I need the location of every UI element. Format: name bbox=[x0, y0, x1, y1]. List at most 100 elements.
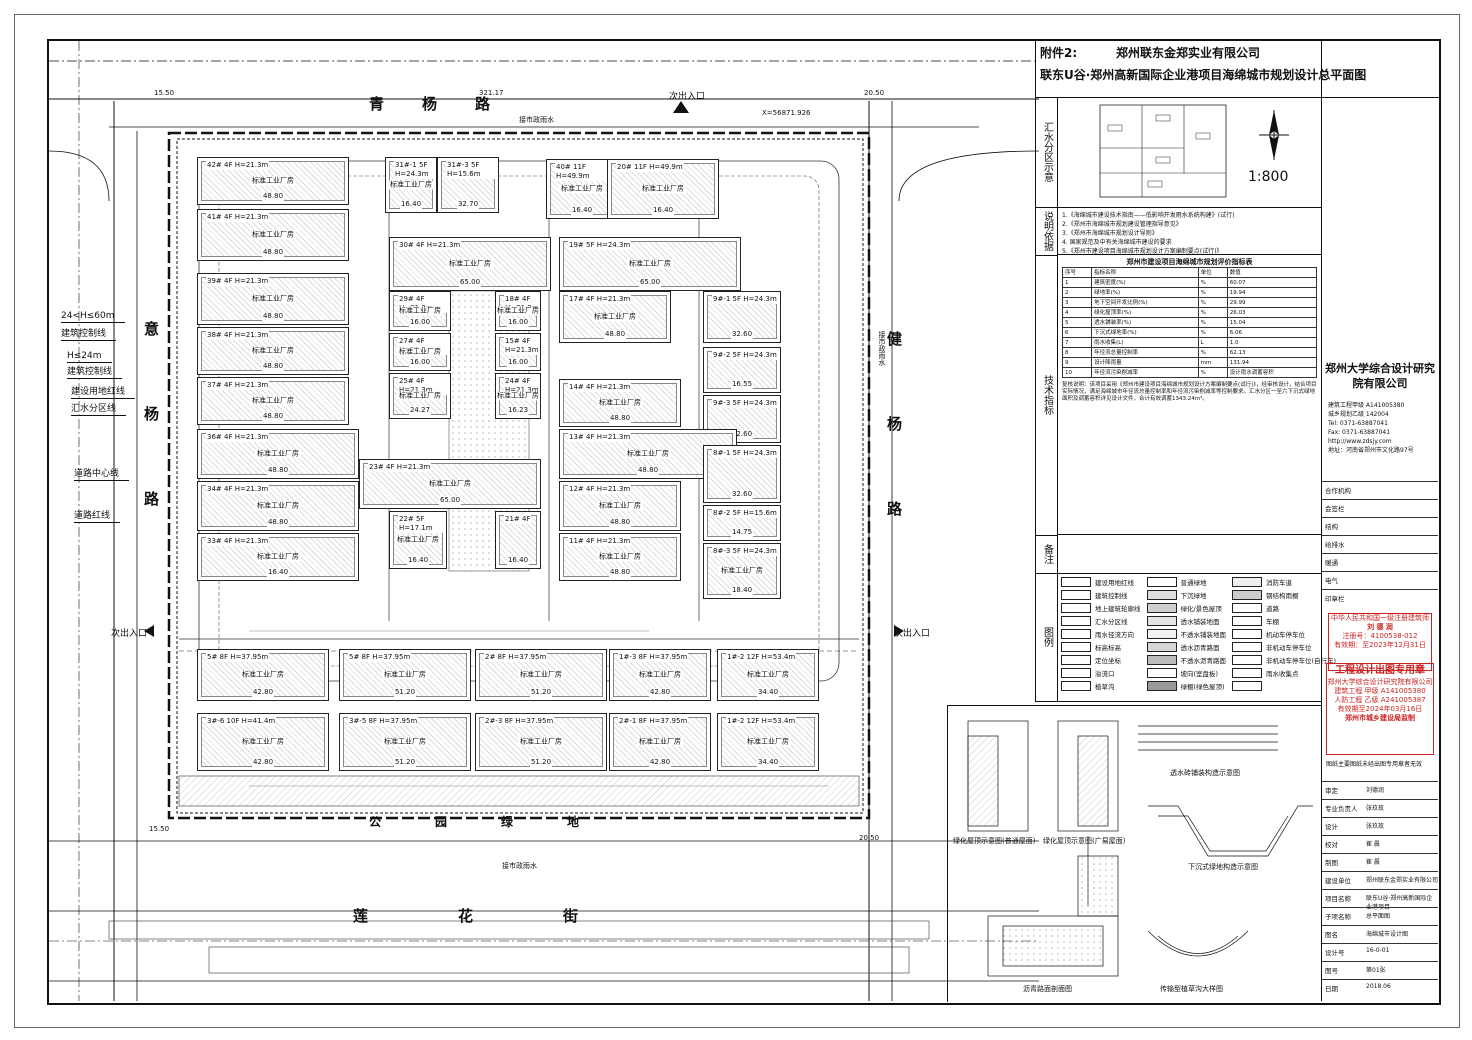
legend-item: 雨水径流方向 bbox=[1061, 628, 1141, 639]
building-name: 标准工业厂房 bbox=[397, 306, 443, 316]
stamp-line: 郑州大学综合设计研究院有限公司 bbox=[1327, 678, 1433, 686]
building-width: 16.40 bbox=[651, 206, 675, 215]
building-tag: 2#-1 8F H=37.95m bbox=[618, 717, 689, 726]
indicator-cell: % bbox=[1197, 317, 1228, 328]
building-width: 32.60 bbox=[730, 490, 754, 499]
entry-west: 次出入口 bbox=[111, 629, 148, 639]
building-width: 32.60 bbox=[730, 430, 754, 439]
indicator-title: 郑州市建设项目海绵城市规划评价指标表 bbox=[1126, 258, 1253, 266]
building-tag: 3#-5 8F H=37.95m bbox=[348, 717, 419, 726]
building-width: 65.00 bbox=[458, 278, 482, 287]
indicator-cell: 1.0 bbox=[1226, 337, 1318, 348]
title-row-label: 项目名称 bbox=[1325, 895, 1351, 903]
title-row-value: 郑州联东金郑实业有限公司 bbox=[1366, 877, 1439, 884]
entry-east: 次出入口 bbox=[894, 629, 931, 639]
building-width: 16.40 bbox=[506, 556, 530, 565]
side-label-notes: 备注 bbox=[1035, 535, 1058, 574]
indicator-cell: 雨水收集(L) bbox=[1091, 337, 1199, 348]
legend-swatch bbox=[1232, 654, 1262, 665]
building-tag: 31#-3 5F H=15.6m bbox=[446, 161, 498, 179]
building-tag: 11# 4F H=21.3m bbox=[568, 537, 632, 546]
title-row: 审定刘德润 bbox=[1322, 781, 1438, 800]
building-name: 标准工业厂房 bbox=[255, 552, 301, 562]
indicator-cell: 年径流污染削减率 bbox=[1091, 367, 1199, 378]
legend-item: 坡向(室盘板) bbox=[1146, 667, 1227, 678]
legend-label: 建设用地红线 bbox=[1095, 578, 1134, 587]
building-name: 标准工业厂房 bbox=[395, 535, 441, 545]
road-label-north: 青杨路 bbox=[369, 95, 529, 113]
legend-label: 非机动车停车位(自行车) bbox=[1266, 656, 1337, 665]
indicator-header-cell: 数值 bbox=[1226, 267, 1318, 278]
notes-panel bbox=[1057, 535, 1322, 574]
indicator-cell: 设计雨水调蓄容积 bbox=[1226, 367, 1318, 378]
building-name: 标准工业厂房 bbox=[625, 449, 671, 459]
stamp-line: 中华人民共和国一级注册建筑师 bbox=[1331, 614, 1429, 622]
detail-drawings bbox=[967, 720, 1313, 977]
indicator-cell: mm bbox=[1197, 357, 1228, 368]
building-tag: 23# 4F H=21.3m bbox=[368, 463, 432, 472]
legend-swatch bbox=[1146, 576, 1177, 587]
building-width: 16.23 bbox=[506, 406, 530, 415]
callout-label: 汇水分区线 bbox=[71, 401, 127, 416]
building-name: 标准工业厂房 bbox=[250, 176, 296, 186]
title-row-label: 审定 bbox=[1325, 787, 1338, 795]
drain-east: 接市政雨水 bbox=[878, 331, 886, 366]
building-name: 标准工业厂房 bbox=[388, 180, 434, 190]
building-width: 48.80 bbox=[261, 192, 285, 201]
legend-label: 雨水径流方向 bbox=[1095, 630, 1134, 639]
title-row: 校对崔 晨 bbox=[1322, 835, 1438, 854]
title-row-value: 第01张 bbox=[1366, 967, 1386, 974]
basis-line: 5.《郑州市建设项目海绵城市规划设计方案编制要点(试行)》 bbox=[1062, 248, 1223, 255]
basis-line: 3.《郑州市海绵城市规划设计导则》 bbox=[1062, 230, 1158, 237]
title-row: 制图崔 晨 bbox=[1322, 853, 1438, 872]
institute-name: 郑州大学综合设计研究院有限公司 bbox=[1325, 362, 1435, 390]
detail-caption-5: 沥青路面剖面图 bbox=[1023, 985, 1072, 993]
title-row-value: 崔 晨 bbox=[1366, 841, 1380, 848]
building-width: 51.20 bbox=[393, 688, 417, 697]
legend-swatch bbox=[1146, 589, 1177, 600]
title-row: 建设单位郑州联东金郑实业有限公司 bbox=[1322, 871, 1438, 890]
indicator-cell: 6 bbox=[1061, 327, 1093, 338]
building-width: 42.80 bbox=[251, 688, 275, 697]
building-tag: 5# 8F H=37.95m bbox=[348, 653, 412, 662]
legend-swatch bbox=[1232, 667, 1262, 678]
building-width: 18.40 bbox=[730, 586, 754, 595]
building-name: 标准工业厂房 bbox=[427, 479, 473, 489]
legend-item: 地上建筑轮廓线 bbox=[1061, 602, 1141, 613]
drain-south: 接市政雨水 bbox=[502, 862, 537, 870]
building-tag: 19# 5F H=24.3m bbox=[568, 241, 632, 250]
building-width: 51.20 bbox=[529, 688, 553, 697]
building-name: 标准工业厂房 bbox=[250, 230, 296, 240]
legend-swatch bbox=[1061, 654, 1091, 665]
title-row-label: 印章栏 bbox=[1325, 595, 1345, 603]
title-row-label: 制图 bbox=[1325, 859, 1338, 867]
callout-label: H≤24m bbox=[67, 351, 111, 363]
basis-panel: 1.《海绵城市建设技术指南——低影响开发雨水系统构建》(试行)2.《郑州市海绵城… bbox=[1057, 207, 1321, 255]
building-name: 标准工业厂房 bbox=[719, 566, 765, 576]
indicator-cell: 2 bbox=[1061, 287, 1093, 298]
indicator-cell: 7 bbox=[1061, 337, 1093, 348]
building-tag: 40# 11F H=49.9m bbox=[555, 163, 617, 181]
institute-line: 地址：河南省郑州市文化路97号 bbox=[1328, 447, 1414, 454]
building-tag: 5# 8F H=37.95m bbox=[206, 653, 270, 662]
legend-label: 车棚 bbox=[1266, 617, 1279, 626]
legend-label: 坡向(室盘板) bbox=[1180, 669, 1219, 678]
building-tag: 9#-3 5F H=24.3m bbox=[712, 399, 778, 408]
building-name: 标准工业厂房 bbox=[496, 306, 540, 316]
detail-caption-1: 绿化屋顶示意图(普通屋面) bbox=[953, 837, 1036, 845]
